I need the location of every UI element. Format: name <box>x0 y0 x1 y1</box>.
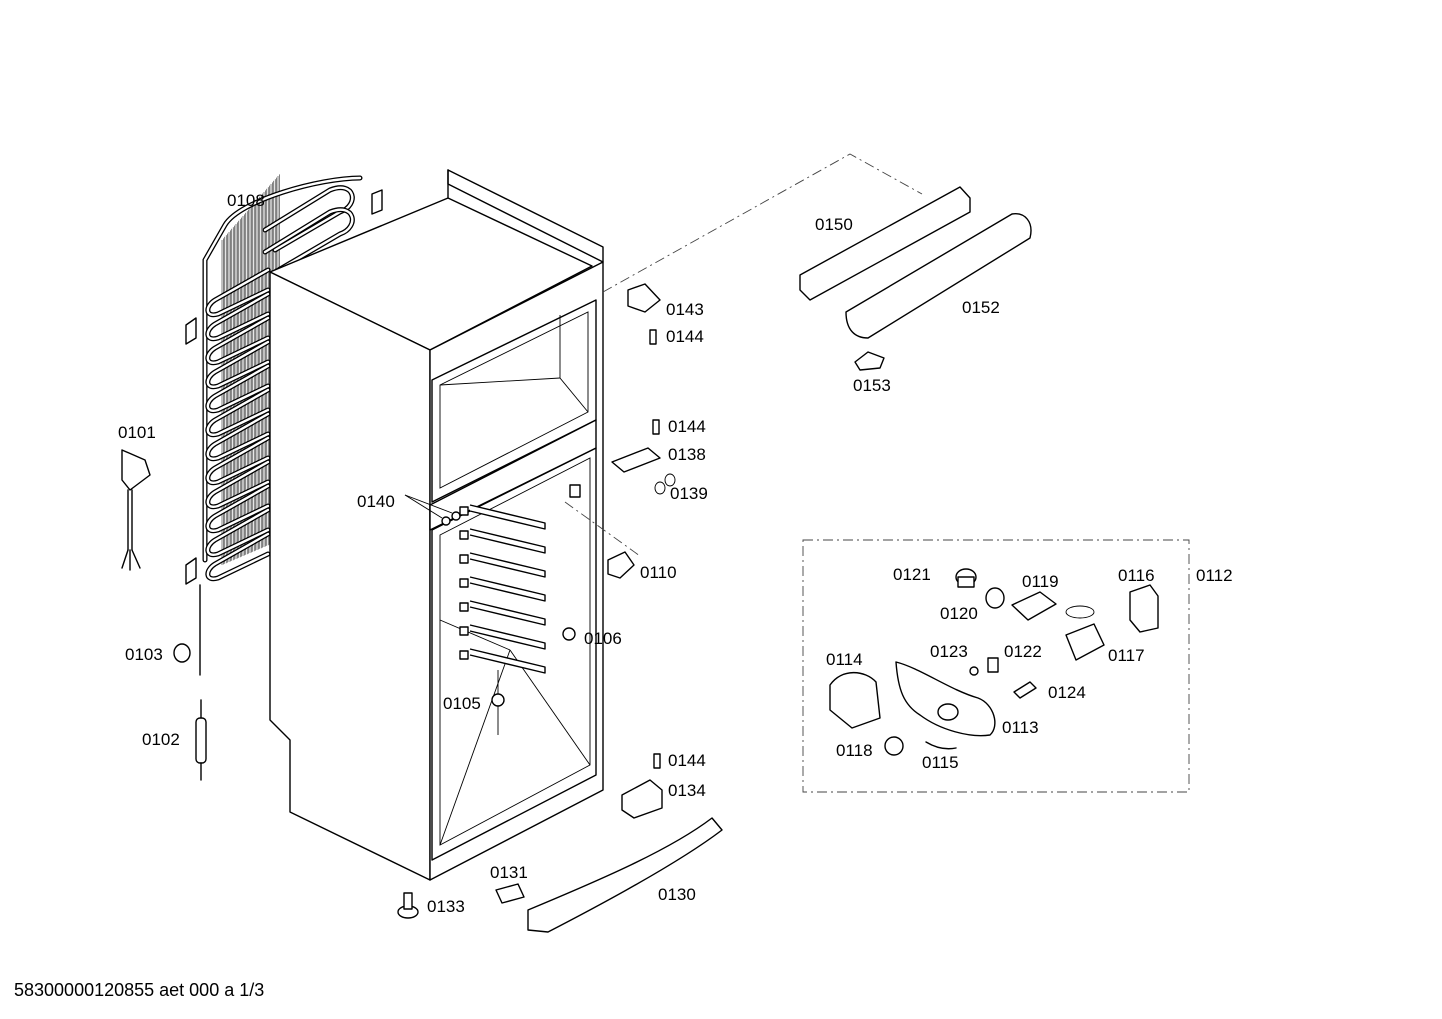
part-label-0105: 0105 <box>443 694 481 713</box>
part-label-0119: 0119 <box>1022 572 1059 591</box>
part-label-0150: 0150 <box>815 215 853 234</box>
part-label-0116: 0116 <box>1118 566 1155 585</box>
part-label-0130: 0130 <box>658 885 696 904</box>
part-label-0144a: 0144 <box>666 327 704 346</box>
top-trim-parts <box>602 153 1032 371</box>
part-label-0120: 0120 <box>940 604 978 623</box>
light-assembly-box <box>802 539 1190 793</box>
part-label-0110: 0110 <box>640 563 677 582</box>
fridge-cabinet <box>269 169 604 881</box>
part-label-0112: 0112 <box>1196 566 1233 585</box>
part-label-0101: 0101 <box>118 423 156 442</box>
part-label-0102: 0102 <box>142 730 180 749</box>
part-label-0152: 0152 <box>962 298 1000 317</box>
part-label-0144b: 0144 <box>668 417 706 436</box>
part-label-0139: 0139 <box>670 484 708 503</box>
part-label-0144c: 0144 <box>668 751 706 770</box>
part-label-0138: 0138 <box>668 445 706 464</box>
part-label-0124: 0124 <box>1048 683 1086 702</box>
part-label-0113: 0113 <box>1002 718 1039 737</box>
part-label-0123: 0123 <box>930 642 968 661</box>
part-label-0108: 0108 <box>227 191 265 210</box>
part-label-0106: 0106 <box>584 629 622 648</box>
part-label-0133: 0133 <box>427 897 465 916</box>
part-label-0103: 0103 <box>125 645 163 664</box>
part-label-0134: 0134 <box>668 781 706 800</box>
part-label-0114: 0114 <box>826 650 863 669</box>
part-label-0140: 0140 <box>357 492 395 511</box>
part-label-0117: 0117 <box>1108 646 1145 665</box>
document-footer-code: 58300000120855 aet 000 a 1/3 <box>14 980 265 1000</box>
part-label-0115: 0115 <box>922 753 959 772</box>
small-parts <box>121 283 723 933</box>
part-label-0122: 0122 <box>1004 642 1042 661</box>
part-label-0131: 0131 <box>490 863 528 882</box>
part-labels: 0108 0101 0103 0102 0140 0105 0106 0143 0144 0144… <box>118 191 1233 916</box>
part-label-0153: 0153 <box>853 376 891 395</box>
part-label-0143: 0143 <box>666 300 704 319</box>
part-label-0121: 0121 <box>893 565 931 584</box>
part-label-0118: 0118 <box>836 741 873 760</box>
